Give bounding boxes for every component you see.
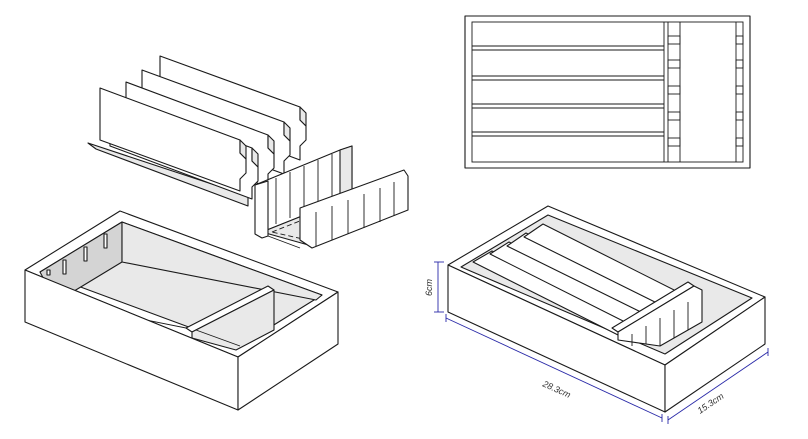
plan-view xyxy=(464,15,751,169)
dimension-lines xyxy=(434,261,769,424)
short-divider-cartridge xyxy=(254,145,409,249)
assembled-box: 6cm 28.3cm 15.3cm xyxy=(424,205,769,424)
divider-panels xyxy=(87,55,307,207)
width-dimension-label: 15.3cm xyxy=(696,391,726,416)
open-box xyxy=(24,210,339,411)
length-dimension-label: 28.3cm xyxy=(540,378,572,400)
height-dimension-label: 6cm xyxy=(424,278,434,296)
